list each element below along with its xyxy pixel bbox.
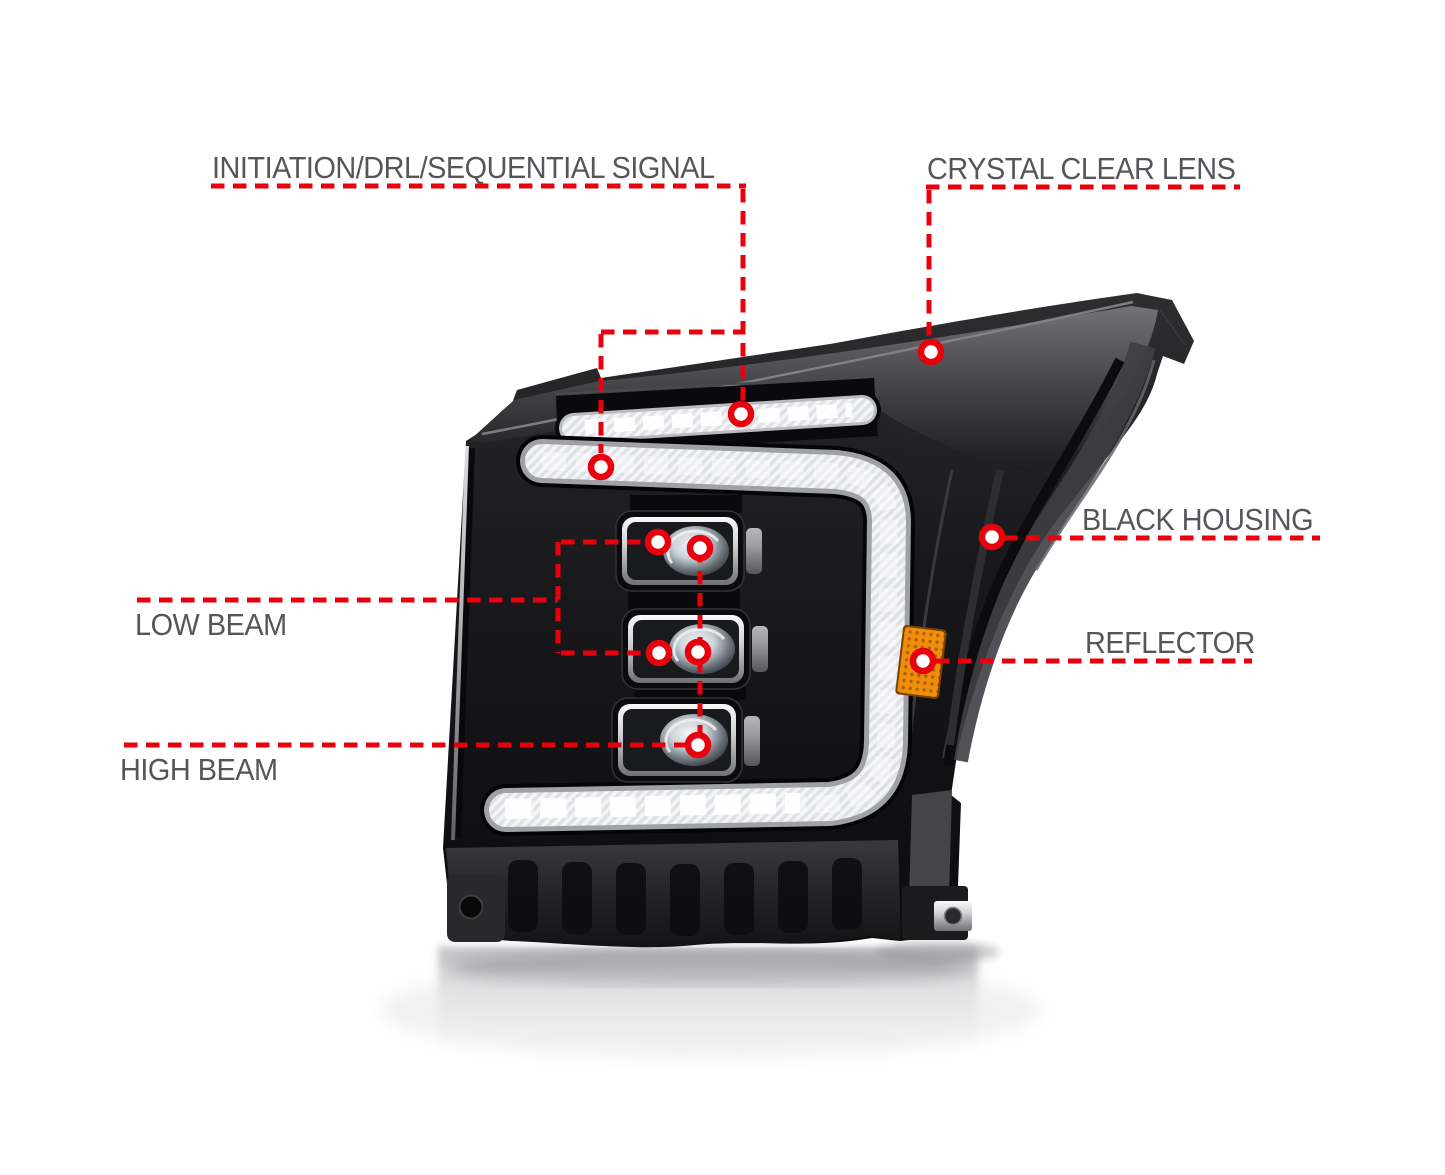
marker-crystal-lens xyxy=(917,338,945,366)
screw xyxy=(943,906,963,926)
ground-reflection xyxy=(380,941,1040,1065)
marker-drl-upper xyxy=(727,400,755,428)
marker-low-beam-2 xyxy=(686,534,714,562)
marker-reflector xyxy=(909,647,937,675)
drl-slot-highlight xyxy=(555,375,873,395)
label-black-housing: BLACK HOUSING xyxy=(1082,502,1314,537)
callout-markers xyxy=(587,338,1006,759)
webbing-top xyxy=(630,495,742,513)
right-mount-foot xyxy=(902,886,972,940)
headlight-body xyxy=(443,293,1194,948)
marker-black-housing xyxy=(978,523,1006,551)
marker-low-beam-4 xyxy=(684,638,712,666)
neck-smoke-band xyxy=(942,341,1156,763)
label-reflector: REFLECTOR xyxy=(1085,625,1255,660)
leader-lens-line xyxy=(926,184,1240,339)
label-high-beam: HIGH BEAM xyxy=(120,752,278,787)
neck-inner-edge xyxy=(943,357,1125,766)
left-chrome-trim xyxy=(451,445,469,841)
marker-high-beam xyxy=(684,731,712,759)
marker-low-beam-1 xyxy=(644,528,672,556)
drl-sequential-strip xyxy=(555,391,881,447)
housing-ridge-1 xyxy=(908,469,954,741)
neck-highlight xyxy=(1034,359,1156,571)
label-crystal-clear-lens: CRYSTAL CLEAR LENS xyxy=(927,151,1236,186)
marker-drl-lower xyxy=(587,453,615,481)
label-initiation-drl-sequential-signal: INITIATION/DRL/SEQUENTIAL SIGNAL xyxy=(212,150,715,185)
left-edge-shadow xyxy=(455,447,475,839)
label-low-beam: LOW BEAM xyxy=(135,607,287,642)
marker-low-beam-3 xyxy=(645,639,673,667)
high-beam-projector xyxy=(611,697,760,783)
corner-tab-edge xyxy=(1159,309,1186,346)
mounting-bracket xyxy=(446,840,972,948)
mount-hole xyxy=(458,894,484,920)
housing-ridge-2 xyxy=(946,469,1004,746)
webbing-mid xyxy=(628,589,740,611)
c-light-bar xyxy=(480,435,915,836)
leader-initiation-line xyxy=(211,183,746,453)
webbing-low xyxy=(634,687,746,700)
leader-low-beam-line xyxy=(137,539,646,656)
